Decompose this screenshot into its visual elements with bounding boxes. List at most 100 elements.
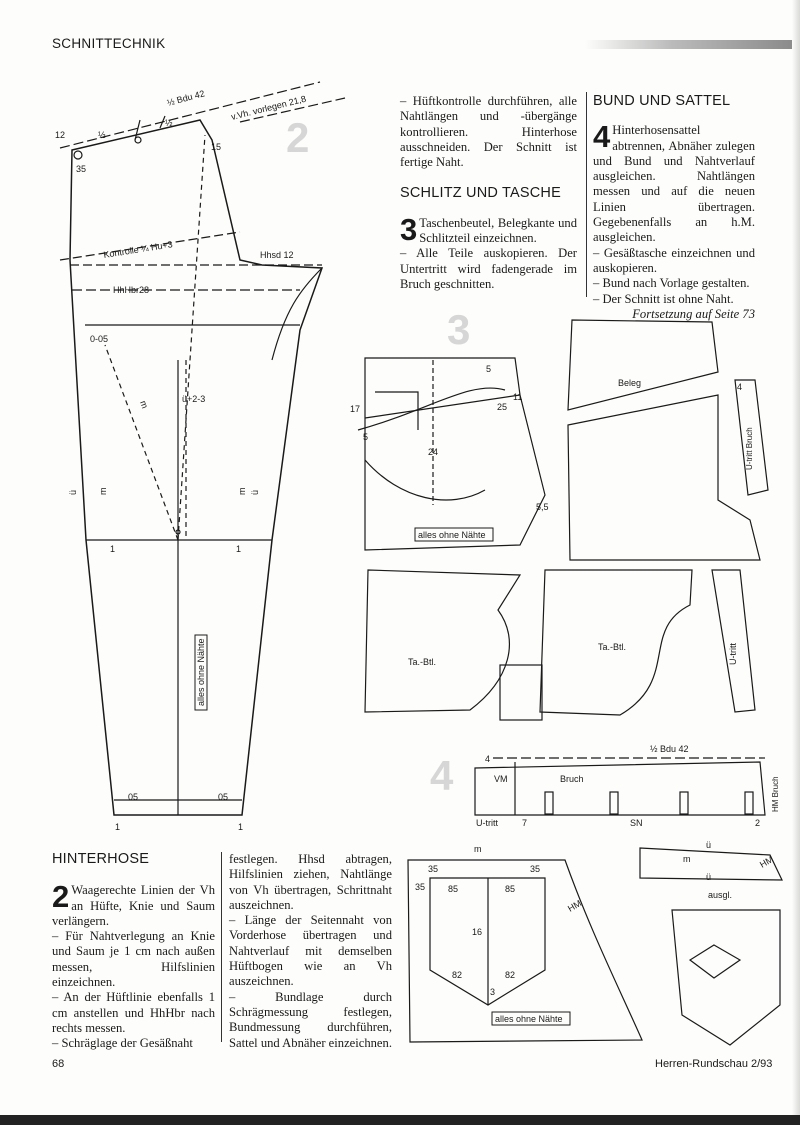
label-box-3 [414,527,494,542]
svg-text:35: 35 [428,864,438,874]
pocket-line [364,394,521,419]
paragraph-schlitz-2: – Alle Teile auskopieren. Der Untertritt… [400,246,577,291]
svg-text:25: 25 [497,402,507,412]
svg-text:m: m [683,854,691,864]
svg-text:0-05: 0-05 [90,334,108,344]
svg-text:1: 1 [238,822,243,832]
svg-text:4: 4 [485,754,490,764]
svg-text:ü+2-3: ü+2-3 [182,394,205,404]
svg-text:4: 4 [737,382,742,392]
svg-text:15: 15 [211,142,221,152]
svg-text:Beleg: Beleg [618,378,641,388]
yoke-piece [639,847,783,881]
svg-text:ü: ü [706,840,711,850]
column-divider-2 [221,852,222,1042]
heading-bund: BUND UND SATTEL [593,93,731,109]
control-line [59,231,241,261]
pocket-stitch-diamond [688,944,742,979]
svg-text:05: 05 [218,792,228,802]
belt-loop-1 [544,791,554,815]
page-number: 68 [52,1058,65,1070]
svg-text:U-tritt Bruch: U-tritt Bruch [745,427,754,470]
svg-text:Kontrolle ¼ Hu+3: Kontrolle ¼ Hu+3 [103,239,174,260]
svg-text:½: ½ [165,118,173,128]
svg-text:82: 82 [452,970,462,980]
svg-text:Hhsd 12: Hhsd 12 [260,250,294,260]
heading-hinterhose: HINTERHOSE [52,851,150,867]
svg-text:alles ohne Nähte: alles ohne Nähte [418,530,486,540]
yoke-inner [429,877,546,1006]
svg-text:82: 82 [505,970,515,980]
dart-marks [134,115,166,141]
heading-schlitz: SCHLITZ UND TASCHE [400,185,561,202]
figure-number-2: 2 [286,114,309,161]
svg-text:17: 17 [350,404,360,414]
svg-text:SN: SN [630,818,643,828]
paragraph-hinterhose-2: – Für Nahtverlegung an Knie und Saum je … [52,929,215,990]
paragraph-bund-3: – Bund nach Vorlage gestalten. [593,276,750,291]
svg-text:VM: VM [494,774,508,784]
column-divider [586,92,587,297]
svg-text:Ta.-Btl.: Ta.-Btl. [598,642,626,652]
pocket-bag-2 [539,569,693,716]
svg-text:m: m [138,399,150,409]
svg-text:35: 35 [415,882,425,892]
svg-text:5: 5 [363,432,368,442]
pocket-curve [357,387,506,431]
belt-loop-4 [744,791,754,815]
magazine-issue: Herren-Rundschau 2/93 [655,1058,773,1070]
svg-text:35: 35 [76,164,86,174]
underlap-piece [734,379,769,496]
svg-text:12: 12 [55,130,65,140]
svg-text:½ Bdu 42: ½ Bdu 42 [166,88,206,108]
label-box-4 [491,1011,571,1026]
svg-text:3: 3 [490,987,495,997]
svg-text:m: m [98,488,108,496]
svg-text:85: 85 [448,884,458,894]
header-rule [585,40,800,49]
svg-text:5: 5 [486,364,491,374]
paragraph-mid-3: – Bundlage durch Schrägmessung festlegen… [229,989,392,1050]
svg-text:m: m [237,488,247,496]
paragraph-hinterhose-4: – Schräglage der Gesäßnaht [52,1036,193,1051]
svg-text:2: 2 [755,818,760,828]
page-bottom-edge [0,1115,800,1125]
svg-text:alles ohne Nähte: alles ohne Nähte [196,638,206,706]
figure-number-3: 3 [447,306,470,353]
back-yoke-panel [407,859,643,1043]
svg-text:ü: ü [68,490,78,495]
svg-text:16: 16 [472,927,482,937]
dart-point [134,136,142,144]
svg-text:U-tritt: U-tritt [476,818,498,828]
svg-text:alles ohne Nähte: alles ohne Nähte [495,1014,563,1024]
point-marker [73,150,83,160]
svg-text:HM Bruch: HM Bruch [771,776,780,812]
svg-text:½ Bdu 42: ½ Bdu 42 [650,744,689,754]
svg-text:m: m [474,844,482,854]
section-header: SCHNITTECHNIK [52,36,166,51]
facing-lower [567,394,761,561]
svg-text:5,5: 5,5 [536,502,549,512]
svg-text:ü: ü [250,490,260,495]
svg-text:U-tritt: U-tritt [728,643,738,665]
svg-text:1: 1 [236,544,241,554]
svg-text:Ta.-Btl.: Ta.-Btl. [408,657,436,667]
svg-text:24: 24 [428,447,438,457]
text-column-mid: festlegen. Hhsd abtragen, Hilfslinien zi… [229,852,392,1051]
svg-text:1: 1 [115,822,120,832]
waist-line-dashed [59,81,321,149]
svg-text:Bruch: Bruch [560,774,584,784]
knee-point [175,529,181,535]
front-panel [364,357,546,551]
paragraph-hinterhose-3: – An der Hüftlinie ebenfalls 1 cm anstel… [52,990,215,1035]
step-number-3: 3 [400,211,418,247]
figure-4-bund-sattel: 4 ½ Bdu 42 4 VM Bruch HM Bruch U-tritt 7… [407,744,783,1046]
svg-text:HM: HM [758,854,775,870]
svg-text:05: 05 [128,792,138,802]
paragraph-mid-1: festlegen. Hhsd abtragen, Hilfslinien zi… [229,852,392,912]
small-square [499,664,543,721]
